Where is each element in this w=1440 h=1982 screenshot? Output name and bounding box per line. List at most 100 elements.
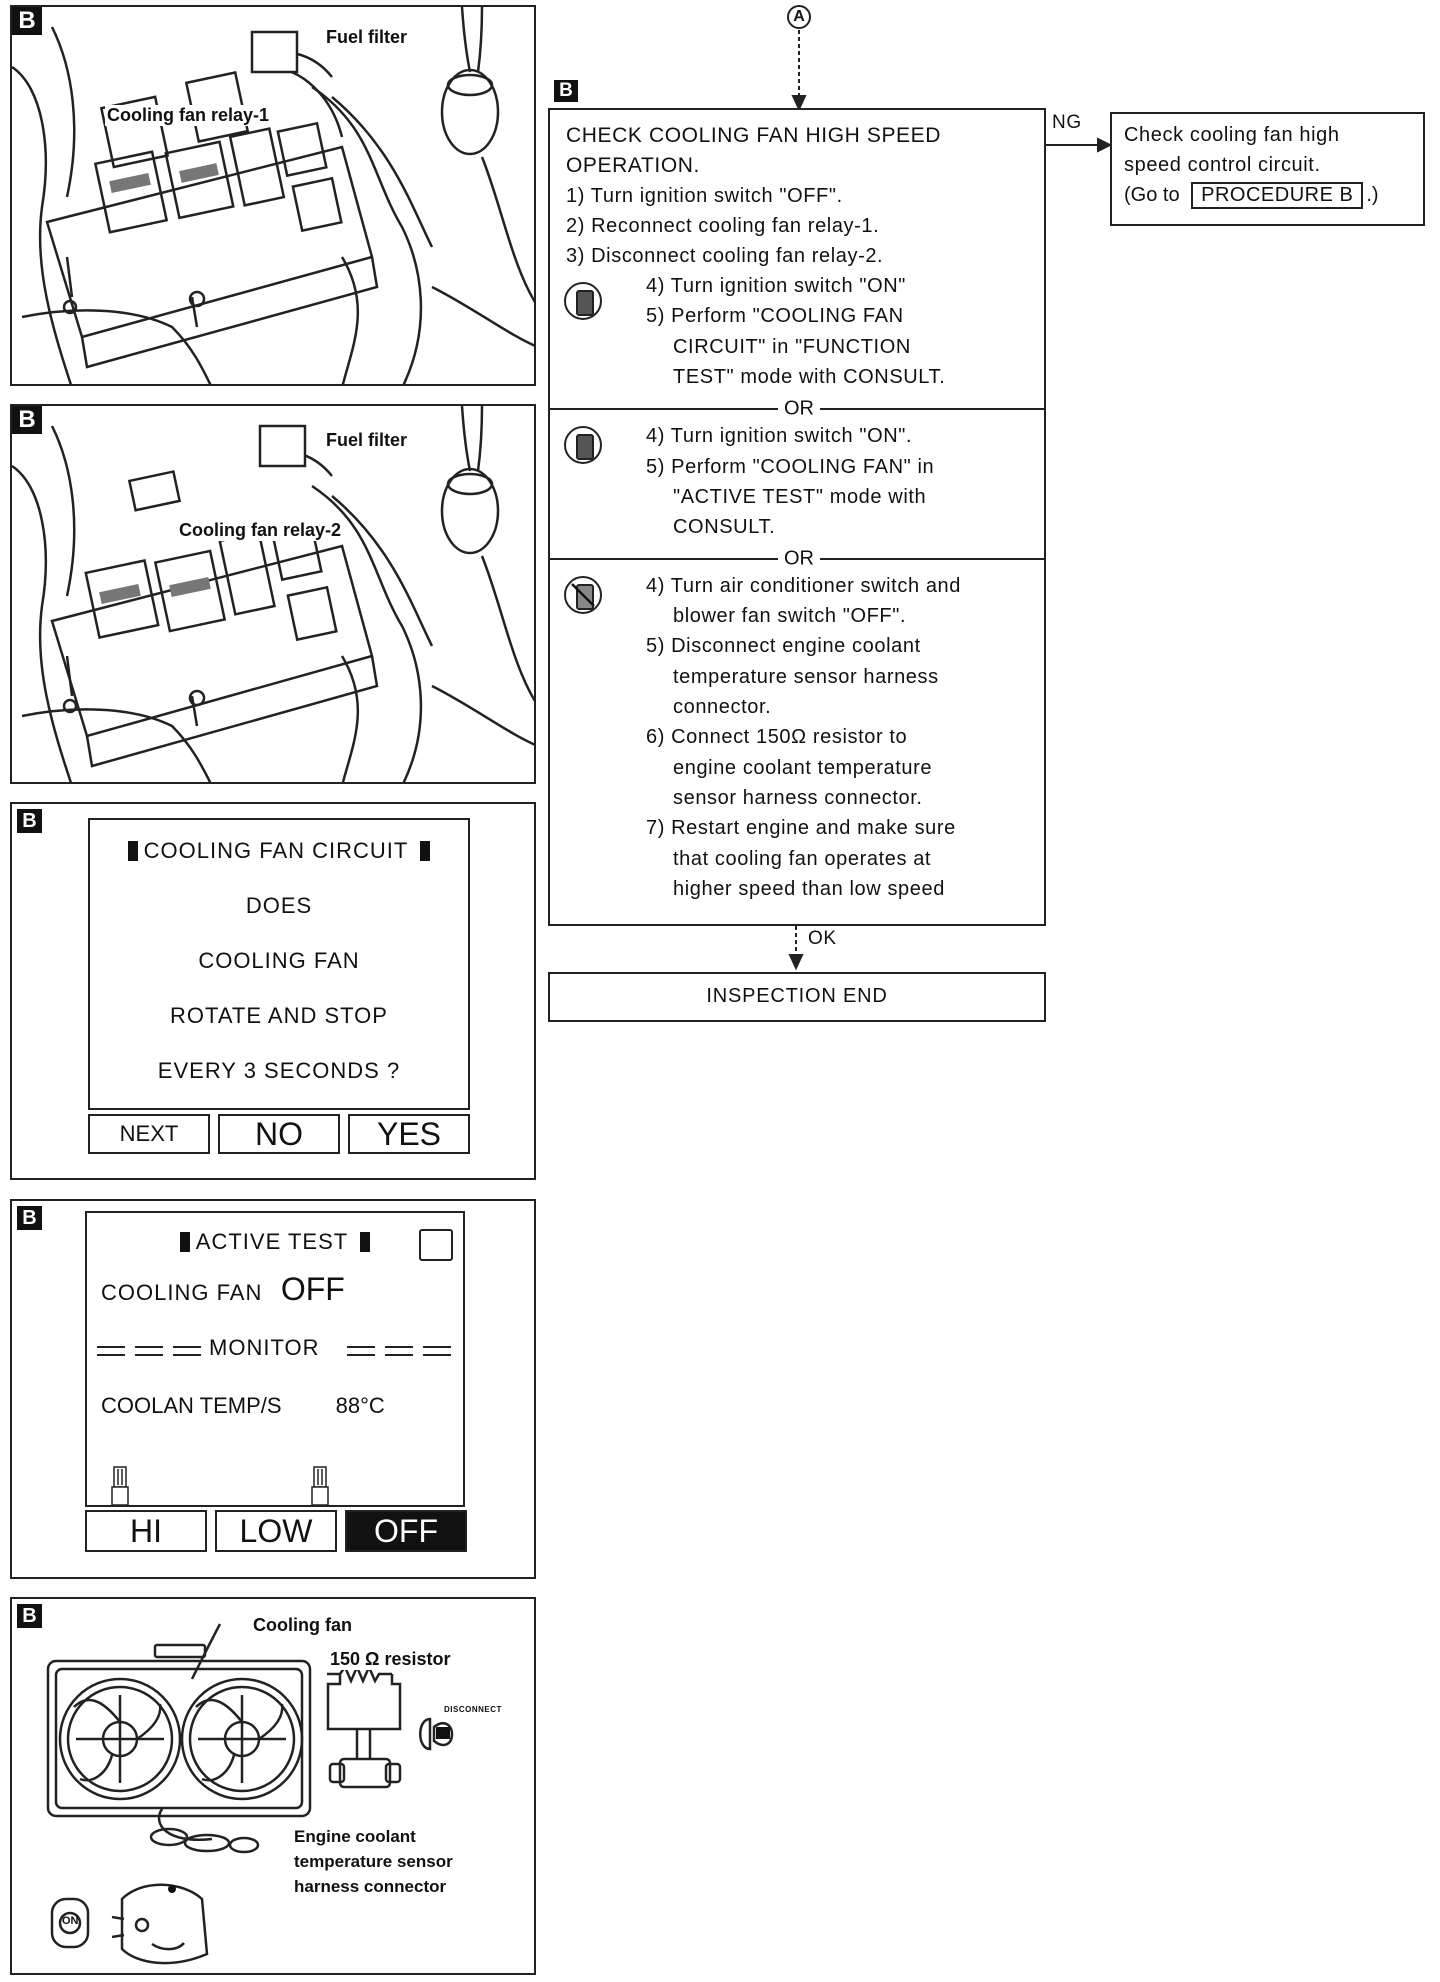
consult-screen: ACTIVE TEST COOLING FAN OFF MONITOR COOL… — [85, 1211, 465, 1507]
ng-line: Check cooling fan high — [1124, 124, 1340, 146]
ok-label: OK — [808, 928, 837, 949]
manual-line: temperature sensor harness — [673, 666, 939, 688]
cooling-fan-label: Cooling fan — [251, 1615, 354, 1636]
or-divider: OR — [550, 397, 1044, 421]
consult2-line: CONSULT. — [673, 516, 776, 538]
finger-pointer-icon — [311, 1466, 329, 1506]
screen-title: COOLING FAN CIRCUIT — [143, 838, 409, 863]
inspection-end-box: INSPECTION END — [548, 972, 1046, 1022]
next-button[interactable]: NEXT — [88, 1114, 210, 1154]
cooling-fan-relay-2-label: Cooling fan relay-2 — [177, 520, 344, 541]
fuel-filter-label: Fuel filter — [324, 27, 410, 48]
no-consult-icon — [564, 576, 602, 614]
or-label: OR — [778, 397, 820, 421]
screen-corner-box — [419, 1229, 453, 1261]
manual-line: 5) Disconnect engine coolant — [646, 635, 921, 657]
finger-pointer-icon — [111, 1466, 129, 1506]
connector-label-line: Engine coolant — [292, 1827, 418, 1847]
connector-letter: A — [793, 8, 805, 25]
cooling-fan-label: COOLING FAN — [101, 1280, 263, 1305]
consult1-line: 4) Turn ignition switch "ON" — [646, 275, 906, 297]
check-high-speed-box: CHECK COOLING FAN HIGH SPEED OPERATION. … — [548, 108, 1046, 926]
or-label: OR — [778, 547, 820, 571]
screen-title: ACTIVE TEST — [195, 1229, 349, 1254]
ng-result-box: Check cooling fan high speed control cir… — [1110, 112, 1425, 226]
title-block-icon — [360, 1232, 371, 1252]
manual-line: blower fan switch "OFF". — [673, 605, 907, 627]
procedure-b-reference[interactable]: PROCEDURE B — [1191, 182, 1364, 209]
coolant-temp-label: COOLAN TEMP/S — [101, 1393, 282, 1418]
fuel-filter-label: Fuel filter — [324, 430, 410, 451]
disconnect-label: DISCONNECT — [444, 1705, 502, 1714]
title-block-icon — [127, 841, 138, 861]
resistor-label: 150 Ω resistor — [328, 1649, 453, 1670]
check-line: CHECK COOLING FAN HIGH SPEED — [566, 124, 942, 147]
section-badge: B — [12, 7, 42, 35]
figure-active-test-screen: B ACTIVE TEST COOLING FAN OFF MONITOR CO… — [10, 1199, 536, 1579]
off-button[interactable]: OFF — [345, 1510, 467, 1552]
consult2-line: "ACTIVE TEST" mode with — [673, 486, 927, 508]
coolant-temp-value: 88°C — [335, 1393, 385, 1418]
ng-procedure-row: (Go to PROCEDURE B.) — [1124, 182, 1379, 209]
prompt-line: DOES — [245, 893, 313, 918]
consult1-line: TEST" mode with CONSULT. — [673, 366, 946, 388]
section-badge: B — [17, 809, 42, 833]
low-button[interactable]: LOW — [215, 1510, 337, 1552]
screen-title-row: COOLING FAN CIRCUIT — [90, 838, 468, 864]
figure-function-test-screen: B COOLING FAN CIRCUIT DOES COOLING FAN R… — [10, 802, 536, 1180]
manual-line: higher speed than low speed — [673, 878, 945, 900]
double-rule-right — [347, 1346, 451, 1356]
manual-line: connector. — [673, 696, 772, 718]
manual-line: 6) Connect 150Ω resistor to — [646, 726, 908, 748]
flow-arrows — [788, 30, 1113, 971]
figure-cooling-fan-relay-1: B Fuel filter Cooling fan relay-1 — [10, 5, 536, 386]
cooling-fan-resistor-illustration — [46, 1623, 454, 1965]
section-badge: B — [17, 1604, 42, 1628]
consult-screen: COOLING FAN CIRCUIT DOES COOLING FAN ROT… — [88, 818, 470, 1110]
ng-line: .) — [1366, 184, 1379, 206]
or-divider: OR — [550, 547, 1044, 571]
manual-line: 4) Turn air conditioner switch and — [646, 575, 961, 597]
title-block-icon — [420, 841, 431, 861]
manual-line: engine coolant temperature — [673, 757, 933, 779]
consult1-line: 5) Perform "COOLING FAN — [646, 305, 904, 327]
manual-line: that cooling fan operates at — [673, 848, 932, 870]
section-badge: B — [17, 1206, 42, 1230]
yes-button[interactable]: YES — [348, 1114, 470, 1154]
consult2-line: 4) Turn ignition switch "ON". — [646, 425, 913, 447]
prompt-line: COOLING FAN — [198, 948, 360, 973]
connector-label-line: temperature sensor — [292, 1852, 455, 1872]
figure-cooling-fan-relay-2: B Fuel filter Cooling fan relay-2 — [10, 404, 536, 784]
section-badge: B — [554, 80, 578, 102]
monitor-divider-row: MONITOR — [97, 1335, 453, 1365]
flow-connector-marker: A — [787, 5, 811, 29]
consult-icon — [564, 426, 602, 464]
ng-line: (Go to — [1124, 184, 1180, 206]
cooling-fan-value: OFF — [280, 1271, 345, 1307]
prompt-line: ROTATE AND STOP — [170, 1003, 388, 1028]
consult2-line: 5) Perform "COOLING FAN" in — [646, 456, 935, 478]
no-button[interactable]: NO — [218, 1114, 340, 1154]
inspection-end-text: INSPECTION END — [706, 985, 888, 1007]
prompt-line: EVERY 3 SECONDS ? — [157, 1058, 401, 1083]
consult1-line: CIRCUIT" in "FUNCTION — [673, 336, 911, 358]
screen-title-row: ACTIVE TEST — [87, 1229, 463, 1255]
manual-line: sensor harness connector. — [673, 787, 923, 809]
monitor-label: MONITOR — [209, 1335, 320, 1360]
manual-line: 7) Restart engine and make sure — [646, 817, 956, 839]
check-line: 1) Turn ignition switch "OFF". — [566, 185, 843, 207]
engine-bay-illustration-2 — [12, 406, 534, 782]
cooling-fan-relay-1-label: Cooling fan relay-1 — [105, 105, 272, 126]
ignition-on-text: ON — [62, 1915, 79, 1927]
check-line: OPERATION. — [566, 154, 700, 177]
hi-button[interactable]: HI — [85, 1510, 207, 1552]
section-badge: B — [12, 406, 42, 434]
consult-icon — [564, 282, 602, 320]
figure-resistor-connection: B Cooling fan 150 Ω resistor DISCONNECT … — [10, 1597, 536, 1975]
connector-label-line: harness connector — [292, 1877, 449, 1897]
title-block-icon — [179, 1232, 190, 1252]
cooling-fan-row: COOLING FAN OFF — [101, 1271, 345, 1308]
double-rule-left — [97, 1346, 201, 1356]
ng-label: NG — [1052, 112, 1082, 133]
check-line: 2) Reconnect cooling fan relay-1. — [566, 215, 880, 237]
